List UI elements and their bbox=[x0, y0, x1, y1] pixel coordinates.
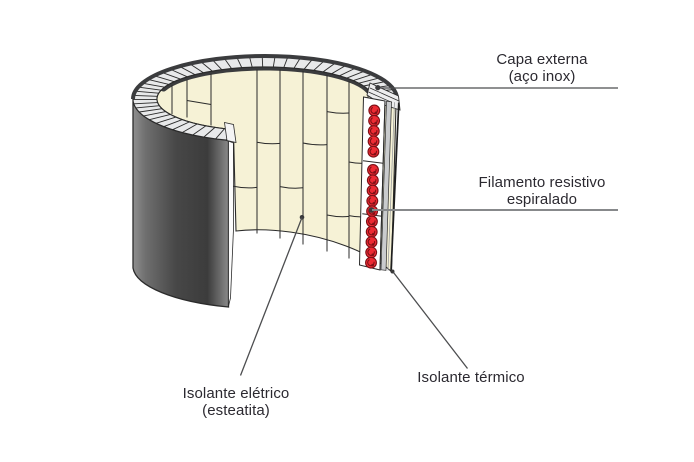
rim-outer-edge bbox=[131, 54, 399, 100]
label-capa-externa: Capa externa (aço inox) bbox=[496, 51, 588, 85]
filament-coil bbox=[365, 246, 378, 259]
label-capa-externa-line1: Capa externa bbox=[496, 51, 588, 68]
filament-coil bbox=[365, 225, 378, 238]
shell-right-outer-edge bbox=[390, 102, 400, 272]
filament-coil bbox=[367, 145, 380, 158]
filament-coil bbox=[366, 184, 379, 197]
label-capa-externa-line2: (aço inox) bbox=[508, 67, 576, 85]
filament-coil bbox=[368, 114, 381, 127]
filament-coil bbox=[365, 215, 378, 228]
filament-coil bbox=[367, 125, 380, 138]
label-isolante-termico: Isolante térmico bbox=[417, 369, 525, 387]
isolante-termico-leader bbox=[392, 272, 469, 369]
filament-coil bbox=[366, 174, 379, 187]
filamento-anchor-dot bbox=[368, 207, 375, 213]
filament-coil bbox=[367, 164, 379, 176]
shell-cut-edge bbox=[228, 140, 234, 307]
isolante-eletrico-leader bbox=[239, 217, 303, 376]
label-filamento-line1: Filamento resistivo bbox=[478, 174, 606, 191]
filament-coil bbox=[366, 194, 379, 207]
label-isolante-eletrico-line1: Isolante elétrico bbox=[182, 385, 290, 402]
thermal-layer-strip bbox=[379, 100, 395, 271]
label-filamento: Filamento resistivo espiralado bbox=[478, 174, 606, 208]
capa-externa-anchor-dot bbox=[375, 85, 381, 91]
label-isolante-termico-line1: Isolante térmico bbox=[417, 369, 525, 386]
label-filamento-line2: espiralado bbox=[506, 190, 578, 208]
label-isolante-eletrico: Isolante elétrico (esteatita) bbox=[182, 385, 290, 419]
filament-coil bbox=[367, 135, 380, 148]
rim-left-cut-face bbox=[224, 121, 237, 144]
label-isolante-eletrico-line2: (esteatita) bbox=[202, 401, 270, 419]
isolante-eletrico-anchor-dot bbox=[299, 215, 305, 220]
callout-leaders bbox=[239, 85, 618, 376]
top-rim bbox=[131, 54, 399, 144]
filament-coil bbox=[368, 104, 381, 117]
filament-coil bbox=[365, 256, 377, 269]
filament-coil bbox=[365, 236, 378, 249]
